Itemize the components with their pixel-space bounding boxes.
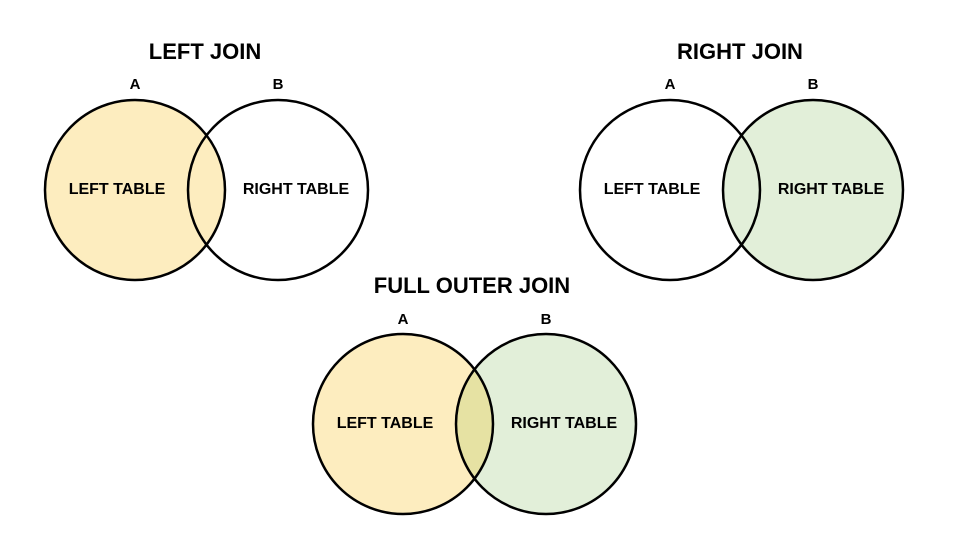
right-join-right-table-label: RIGHT TABLE — [778, 181, 885, 198]
left-join-title: LEFT JOIN — [149, 39, 261, 64]
full-outer-join-diagram: FULL OUTER JOIN A B LEFT TABLE RIGHT TAB… — [311, 273, 638, 516]
right-join-circle-b-outline — [721, 98, 905, 282]
left-join-right-table-region — [188, 100, 368, 280]
left-join-circle-b-outline — [186, 98, 370, 282]
left-join-diagram: LEFT JOIN A B LEFT TABLE RIGHT TABLE — [43, 39, 370, 282]
left-join-set-b-letter: B — [273, 76, 284, 93]
right-join-circle-a-outline — [578, 98, 762, 282]
full-outer-join-circle-b-outline — [454, 332, 638, 516]
full-outer-join-right-table-label: RIGHT TABLE — [511, 415, 618, 432]
left-join-left-table-region — [45, 100, 225, 280]
right-join-set-a-letter: A — [665, 76, 676, 93]
right-join-left-table-label: LEFT TABLE — [604, 181, 701, 198]
full-outer-join-title: FULL OUTER JOIN — [374, 273, 570, 298]
right-join-diagram: RIGHT JOIN A B LEFT TABLE RIGHT TABLE — [578, 39, 905, 282]
full-outer-join-set-a-letter: A — [398, 311, 409, 328]
full-outer-join-left-table-label: LEFT TABLE — [337, 415, 434, 432]
right-join-left-table-region — [580, 100, 760, 280]
left-join-set-a-letter: A — [130, 76, 141, 93]
right-join-right-table-region — [723, 100, 903, 280]
full-outer-join-left-table-region — [313, 334, 493, 514]
left-join-left-table-label: LEFT TABLE — [69, 181, 166, 198]
left-join-circle-a-outline — [43, 98, 227, 282]
full-outer-join-set-b-letter: B — [541, 311, 552, 328]
right-join-title: RIGHT JOIN — [677, 39, 803, 64]
right-join-set-b-letter: B — [808, 76, 819, 93]
left-join-right-table-label: RIGHT TABLE — [243, 181, 350, 198]
full-outer-join-right-table-region — [456, 334, 636, 514]
full-outer-join-circle-a-outline — [311, 332, 495, 516]
